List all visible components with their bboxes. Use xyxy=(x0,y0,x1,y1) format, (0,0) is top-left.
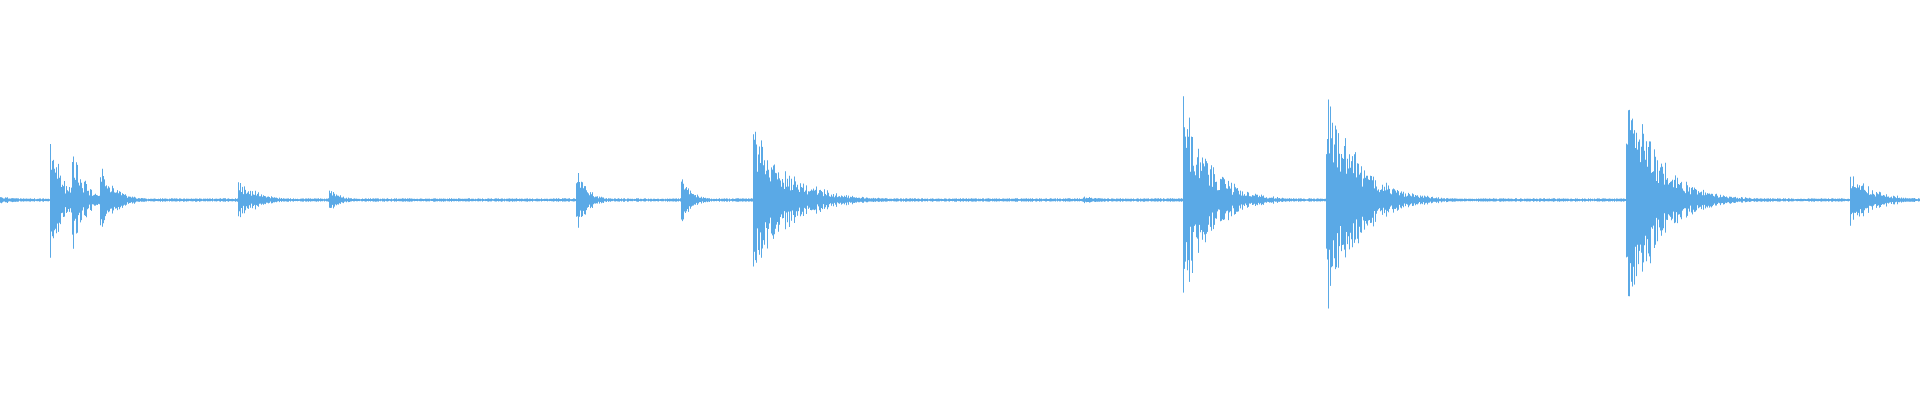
waveform-path xyxy=(0,96,1920,309)
waveform-samples xyxy=(0,96,1920,309)
